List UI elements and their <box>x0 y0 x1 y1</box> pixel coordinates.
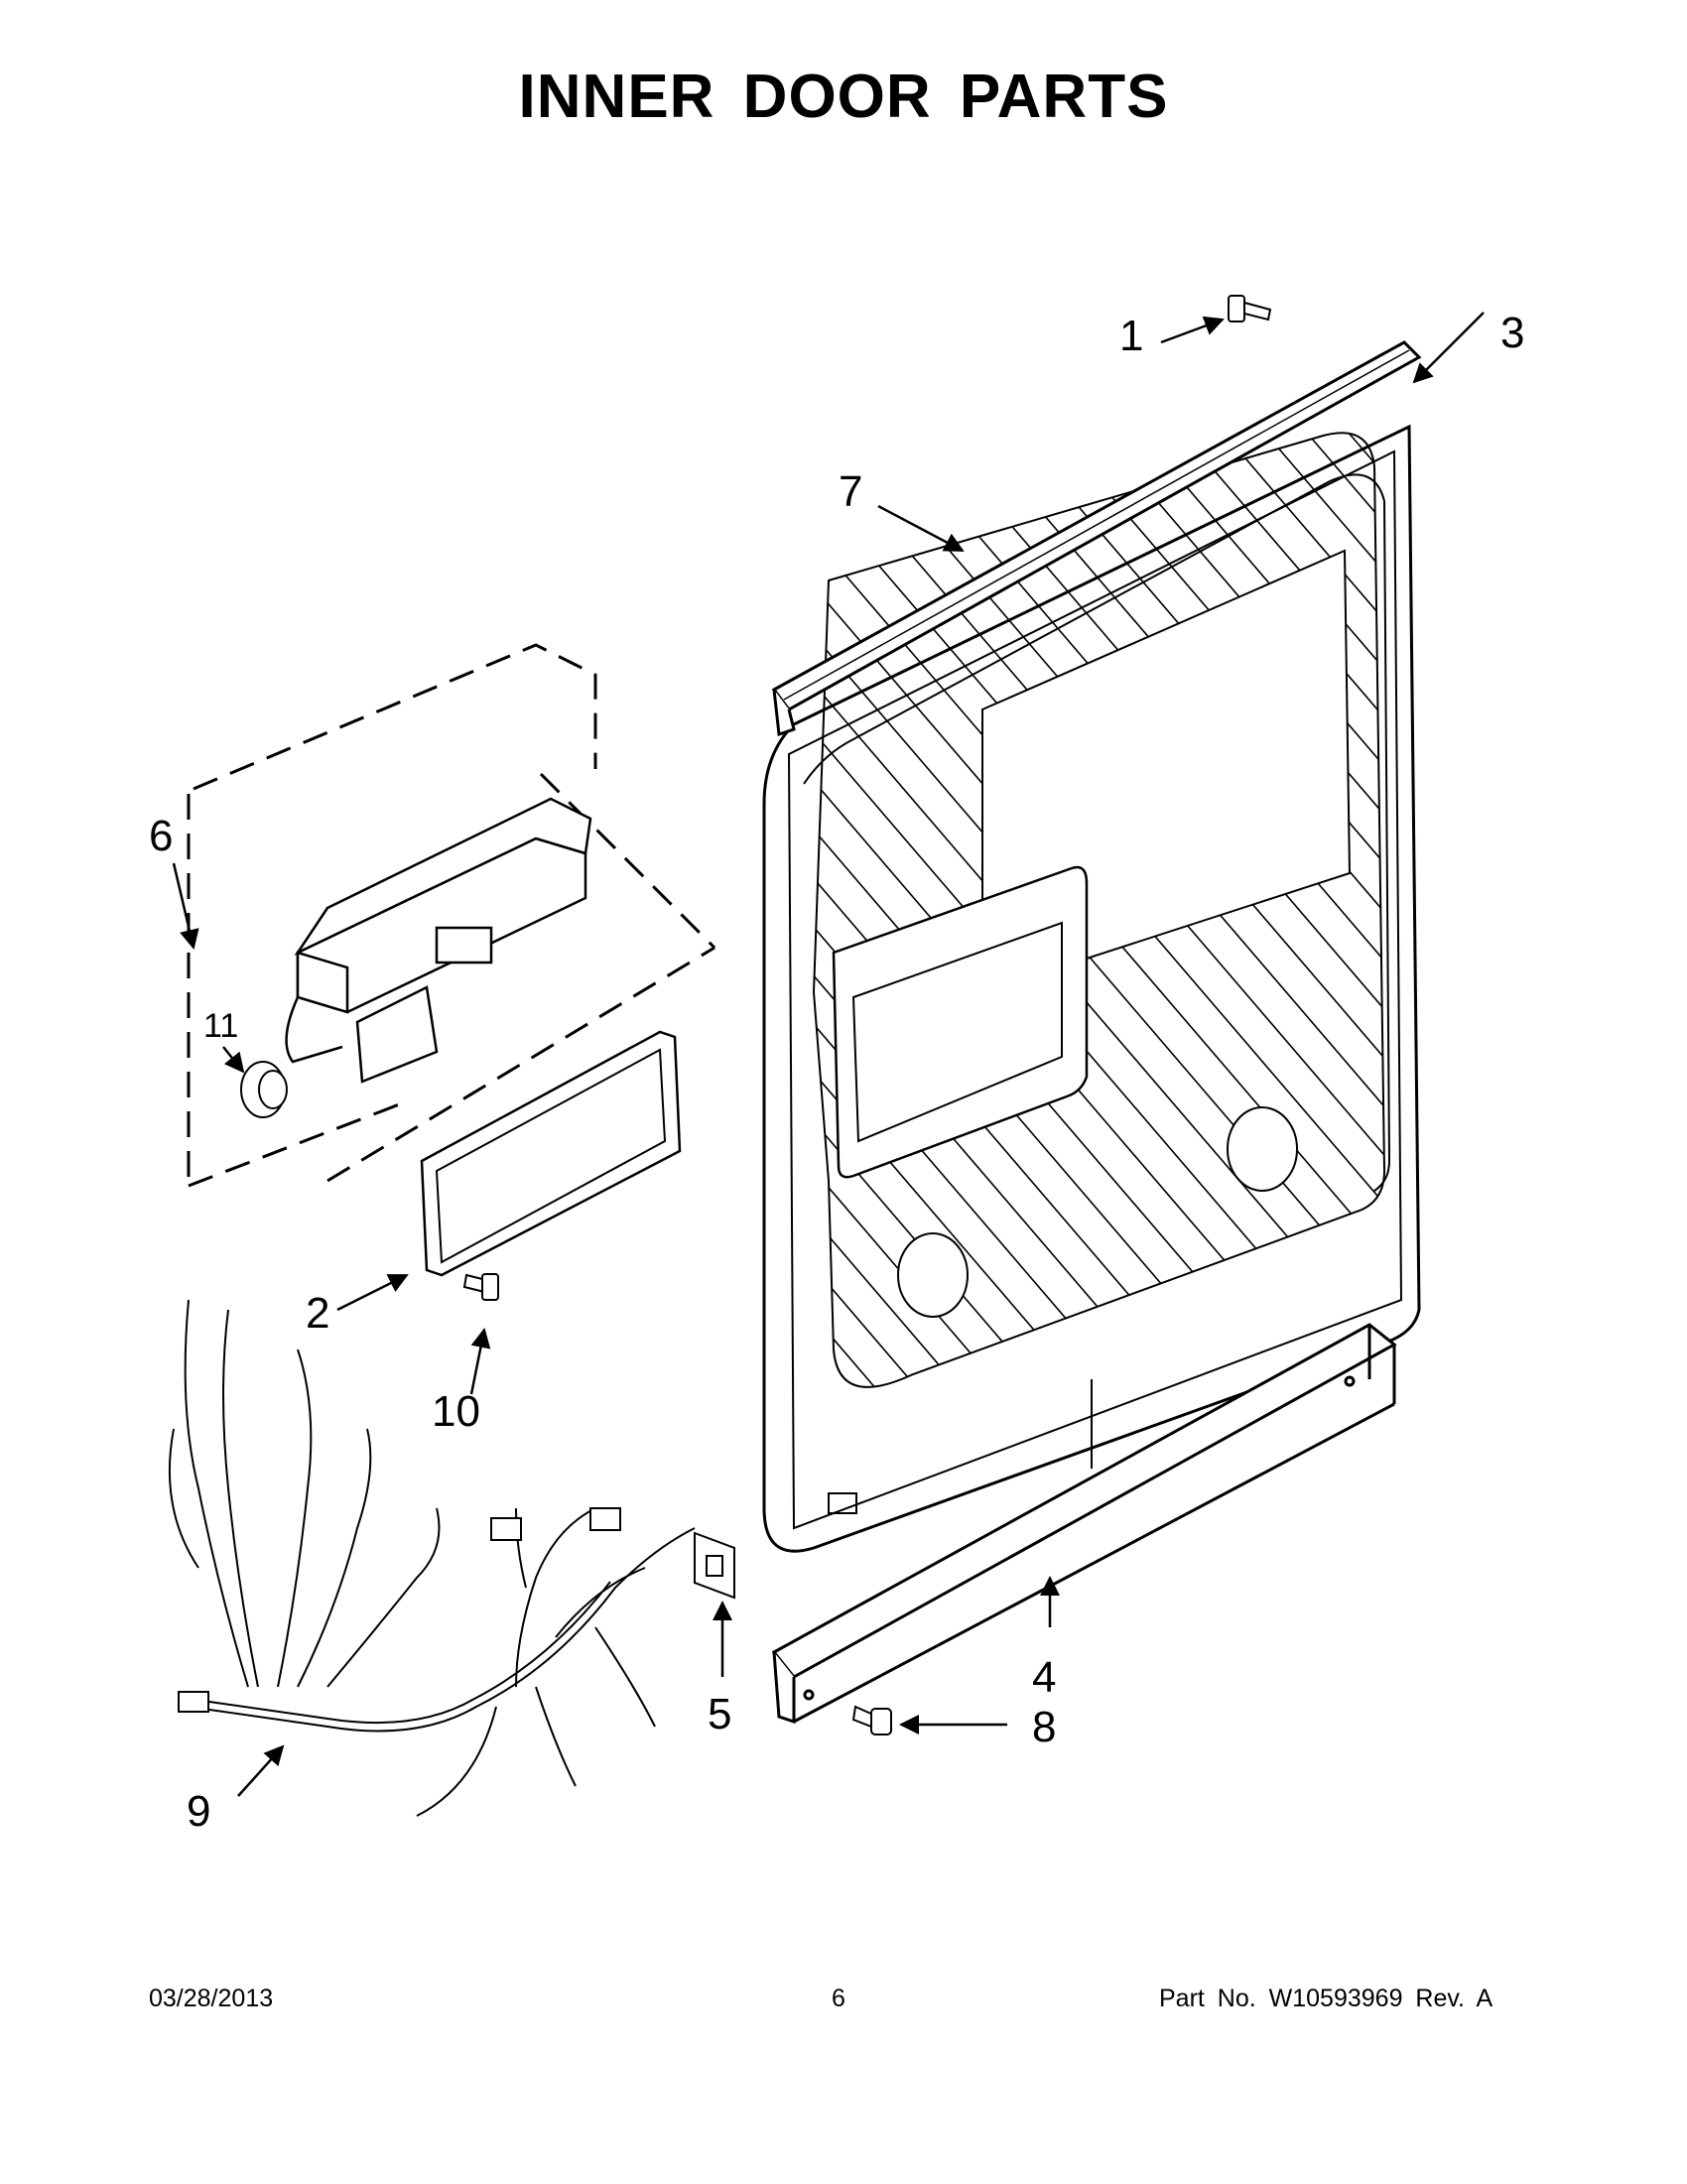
hatch-line <box>1651 397 1687 1439</box>
wire-harness <box>168 1299 696 1817</box>
hatch-line <box>814 433 1003 1387</box>
hatch-line <box>814 433 1212 1387</box>
inner-door-panel <box>762 397 1687 1553</box>
callout-numbers: 1 2 3 4 5 6 7 8 9 10 11 <box>149 309 1524 1836</box>
callout-1: 1 <box>1119 312 1143 360</box>
callout-8: 8 <box>1032 1703 1056 1751</box>
hatch-line <box>817 433 1384 1387</box>
footer-page-number: 6 <box>832 1985 845 2012</box>
hatch-line <box>1025 433 1384 1387</box>
footer-date: 03/28/2013 <box>149 1985 274 2012</box>
hatch-line <box>1485 397 1687 1439</box>
hatch-line <box>1568 397 1687 1439</box>
hatch-line <box>814 433 1045 1387</box>
hatch-line <box>1610 397 1687 1439</box>
hatch-line <box>1108 433 1384 1387</box>
hatch-line <box>900 433 1384 1387</box>
hatch-line <box>1401 397 1687 1439</box>
hatch-line <box>814 433 1295 1387</box>
callout-4: 4 <box>1032 1653 1056 1702</box>
screw-top <box>1228 295 1272 322</box>
hatch-line <box>1067 433 1384 1387</box>
gasket-frame <box>420 1030 682 1277</box>
screw-bottom <box>851 1705 892 1735</box>
hatch-line <box>814 433 1253 1387</box>
bottom-rail <box>771 1323 1397 1725</box>
hatch-line <box>814 433 1337 1387</box>
hatch-line <box>1443 397 1687 1439</box>
page-title: INNER DOOR PARTS <box>518 63 1169 131</box>
latch-clip <box>694 1531 735 1600</box>
screw-module <box>462 1273 499 1301</box>
knob <box>240 1061 288 1118</box>
hatch-line <box>983 433 1384 1387</box>
hatch-line <box>942 433 1384 1387</box>
callout-11: 11 <box>203 1007 238 1045</box>
callout-3: 3 <box>1500 309 1524 357</box>
callout-9: 9 <box>187 1787 210 1836</box>
leader-arrows <box>172 312 1485 1797</box>
callout-7: 7 <box>839 467 862 516</box>
hatch-line <box>814 433 1384 1387</box>
callout-10: 10 <box>432 1387 480 1436</box>
top-trim-strip <box>771 340 1422 737</box>
control-module-group <box>187 643 716 1301</box>
callout-6: 6 <box>149 812 173 860</box>
callout-2: 2 <box>306 1289 329 1338</box>
footer-part-number: Part No. W10593969 Rev. A <box>1159 1985 1493 2012</box>
hatch-line <box>1526 397 1687 1439</box>
callout-5: 5 <box>708 1690 731 1738</box>
hatch-line <box>814 433 1128 1387</box>
hatch-line <box>814 433 1170 1387</box>
